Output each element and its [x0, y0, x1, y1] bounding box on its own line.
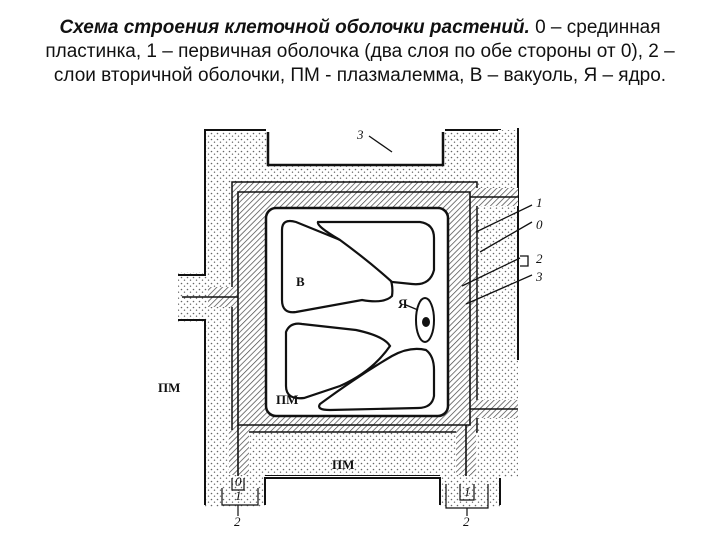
label-bottom-right-2: 2 [463, 514, 470, 529]
label-bottom-left-1: 1 [235, 488, 242, 503]
label-primary-wall: 1 [536, 195, 543, 210]
label-nucleus: Я [398, 296, 408, 311]
upper-cell [266, 126, 445, 165]
label-secondary-2: 2 [536, 251, 543, 266]
label-bottom-left-2: 2 [234, 514, 241, 529]
nucleus [416, 298, 434, 342]
label-secondary-3: 3 [535, 269, 543, 284]
label-pm-left: ПМ [158, 380, 180, 395]
caption-title: Схема строения клеточной оболочки растен… [59, 17, 529, 38]
label-pm-bottom: ПМ [332, 457, 354, 472]
figure-caption: Схема строения клеточной оболочки растен… [30, 16, 690, 88]
label-bottom-right-1: 1 [464, 484, 471, 499]
label-pm-inner: ПМ [276, 392, 298, 407]
label-vacuole: В [296, 274, 305, 289]
label-middle-lamella: 0 [536, 217, 543, 232]
label-top-3: 3 [356, 127, 364, 142]
label-bottom-left-0: 0 [235, 474, 242, 489]
cell-wall-diagram: 1 0 2 3 3 В Я ПМ ПМ ПМ 0 1 2 1 2 [150, 126, 560, 538]
